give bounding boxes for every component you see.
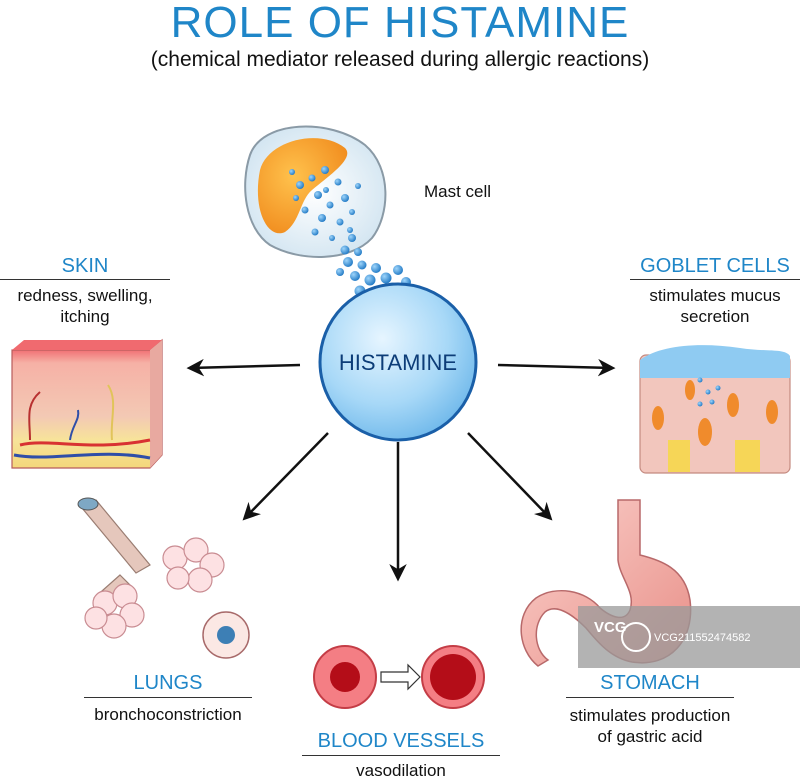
goblet-cells-desc-line2: secretion [680, 307, 750, 326]
blood-vessels-heading: BLOOD VESSELS [317, 730, 485, 752]
blood-vessels-desc: vasodilation [356, 761, 446, 780]
stomach-desc-line1: stimulates production [569, 706, 731, 725]
goblet-cells-heading: GOBLET CELLS [640, 255, 790, 277]
stomach-desc-line2: of gastric acid [597, 727, 703, 746]
mast-cell-label: Mast cell [424, 182, 492, 201]
stomach-rule [566, 697, 734, 698]
watermark-brand: VCG [594, 619, 627, 636]
histamine-label: HISTAMINE [338, 350, 458, 375]
page-subtitle: (chemical mediator released during aller… [150, 48, 650, 71]
lungs-illustration [77, 497, 250, 659]
lungs-rule [84, 697, 252, 698]
lungs-heading: LUNGS [133, 672, 203, 694]
skin-illustration [11, 338, 163, 469]
watermark-code: VCG211552474582 [654, 632, 751, 644]
goblet-cells-desc-line1: stimulates mucus [649, 286, 781, 305]
effect-arrows [186, 358, 616, 582]
lungs-desc: bronchoconstriction [94, 705, 242, 724]
blood-vessels-illustration [313, 645, 485, 709]
watermark-badge [578, 606, 800, 668]
goblet-cells-rule [630, 279, 800, 280]
mast-cell-illustration [244, 125, 387, 258]
stomach-heading: STOMACH [600, 672, 700, 694]
skin-rule [0, 279, 170, 280]
goblet-cells-illustration [639, 345, 791, 474]
histamine-circle [318, 282, 478, 442]
skin-desc-line1: redness, swelling, [17, 286, 153, 305]
skin-desc-line2: itching [60, 307, 110, 326]
blood-vessels-rule [302, 755, 500, 756]
page-title: ROLE OF HISTAMINE [170, 0, 630, 47]
skin-heading: SKIN [61, 255, 109, 277]
